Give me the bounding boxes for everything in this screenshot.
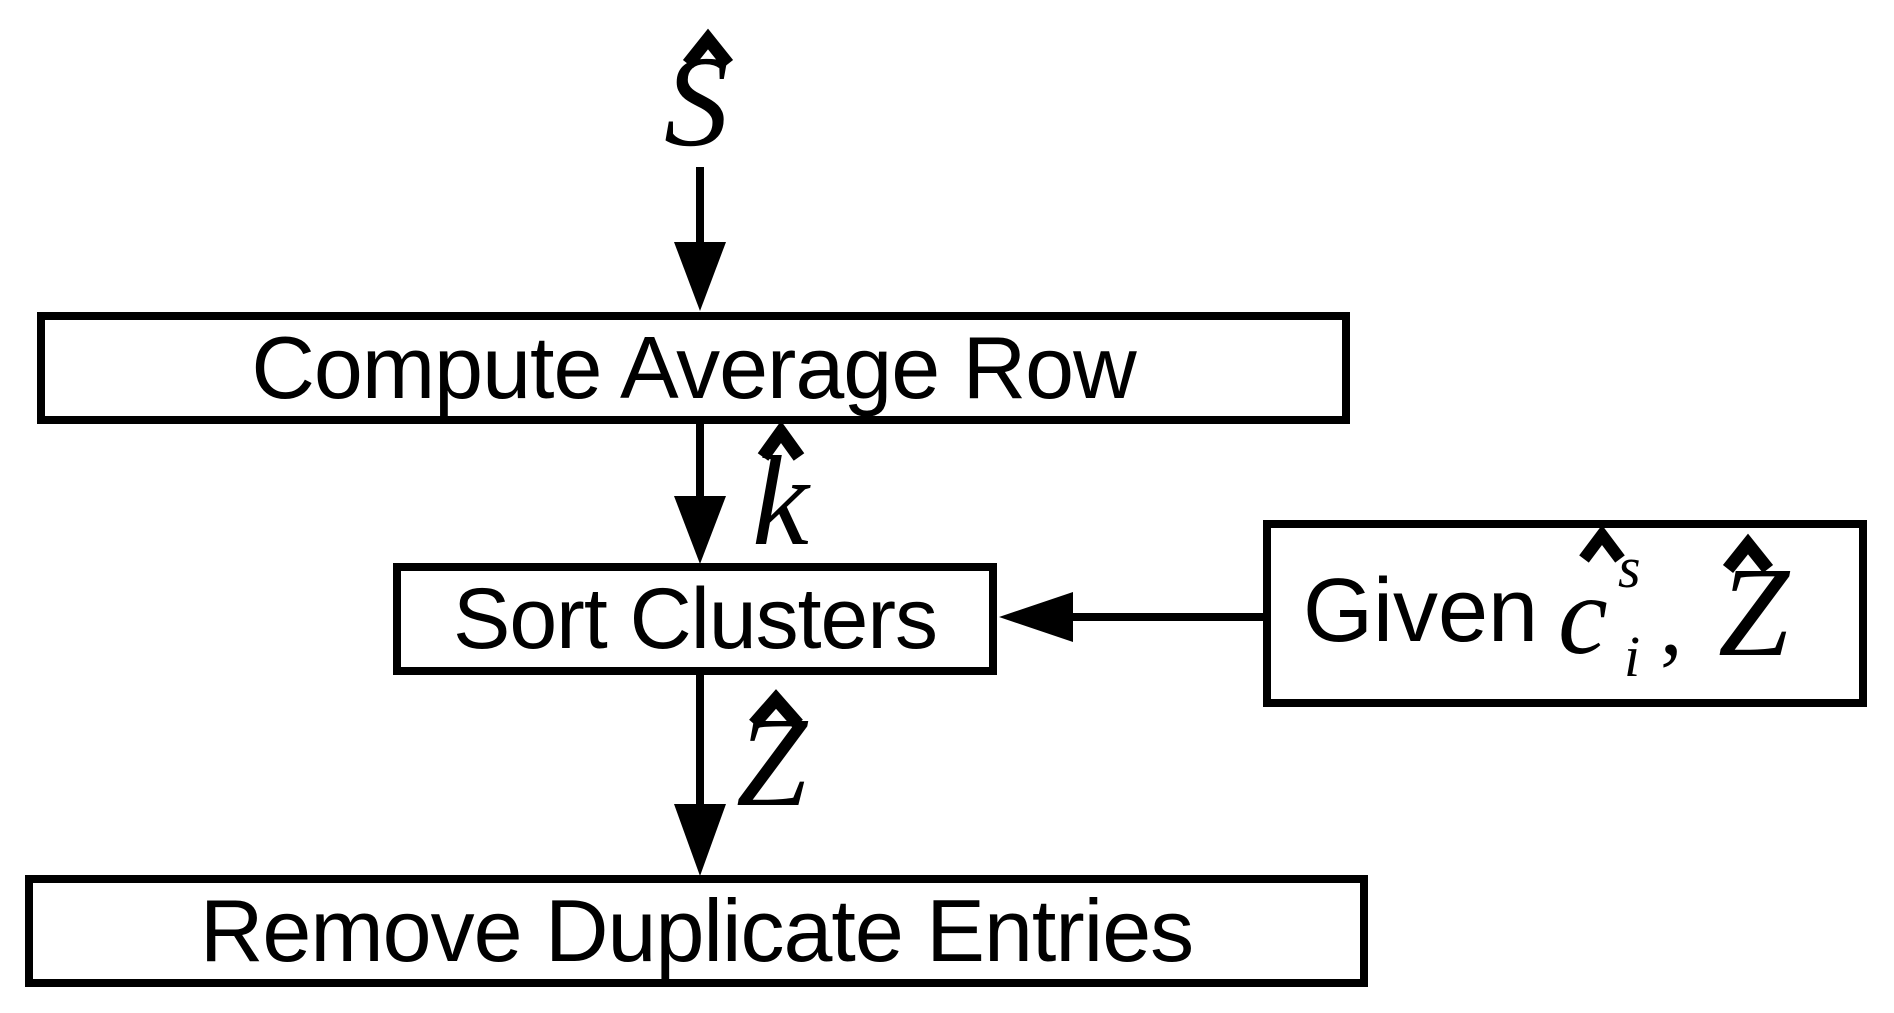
node-given-inputs: Given c s i , Z	[1263, 520, 1867, 707]
edge-label-input-symbol: S	[664, 30, 729, 174]
given-c-symbol: c	[1558, 554, 1608, 678]
edge-label-z-symbol: Z	[736, 691, 808, 833]
node-remove-duplicate-entries: Remove Duplicate Entries	[25, 875, 1368, 987]
node-compute-average-row: Compute Average Row	[37, 312, 1350, 424]
given-z-symbol: Z	[1718, 541, 1790, 683]
given-comma: ,	[1660, 575, 1683, 674]
given-superscript-s: s	[1618, 535, 1641, 600]
node-sort-label: Sort Clusters	[452, 571, 938, 667]
arrow-input-to-compute	[674, 167, 726, 311]
edge-label-k-symbol: k	[752, 430, 809, 572]
given-word: Given	[1303, 561, 1539, 661]
arrow-given-to-sort	[999, 592, 1265, 642]
given-subscript-i: i	[1624, 624, 1641, 689]
node-remove-label: Remove Duplicate Entries	[199, 881, 1194, 980]
arrow-compute-to-sort	[674, 424, 726, 564]
node-sort-clusters: Sort Clusters	[393, 563, 997, 675]
node-compute-label: Compute Average Row	[251, 318, 1136, 417]
arrow-sort-to-remove	[674, 674, 726, 876]
